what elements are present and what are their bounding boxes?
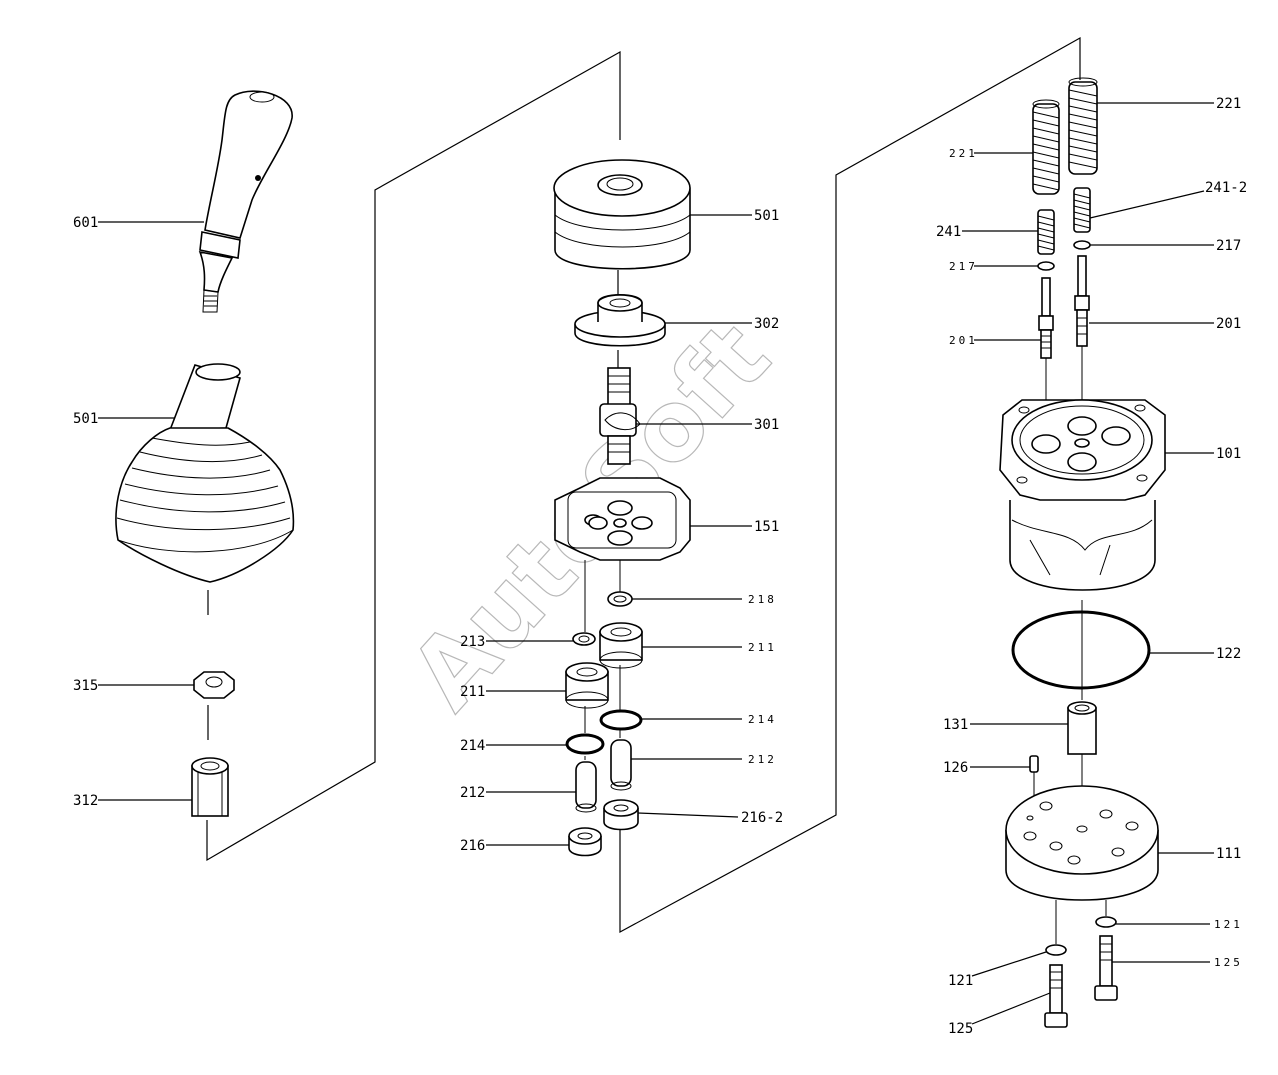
bolt-125-left: [1044, 964, 1068, 1028]
bolt-125-right: [1094, 935, 1118, 1001]
piston-212-right: [610, 739, 632, 791]
middle-guide-lines: [584, 560, 621, 760]
cross-plate-151: [554, 477, 691, 561]
nut-216: [568, 827, 602, 857]
label-121-left: 121: [948, 973, 973, 989]
ring-218: [607, 591, 633, 607]
label-217-right: 217: [1216, 238, 1241, 254]
housing-101: [999, 399, 1166, 591]
label-121-right: 121: [1214, 918, 1243, 931]
lever-handle-601: [198, 90, 293, 313]
o-ring-122: [1011, 610, 1151, 690]
universal-joint-301: [599, 367, 641, 465]
piston-212-left: [575, 761, 597, 813]
label-211-left: 211: [460, 684, 485, 700]
label-212-right: 212: [748, 753, 777, 766]
boot-cover-501: [553, 159, 691, 270]
spool-201-right: [1074, 255, 1090, 347]
label-131: 131: [943, 717, 968, 733]
label-151: 151: [754, 519, 779, 535]
label-312: 312: [73, 793, 98, 809]
label-214-left: 214: [460, 738, 485, 754]
plate-111: [1005, 785, 1159, 901]
label-221-left: 221: [949, 147, 978, 160]
coupling-312: [191, 757, 229, 817]
label-126: 126: [943, 760, 968, 776]
label-218: 218: [748, 593, 777, 606]
o-ring-214-left: [565, 733, 605, 755]
bushing-211-right: [599, 622, 643, 669]
spring-241: [1037, 209, 1055, 255]
label-214-right: 214: [748, 713, 777, 726]
washer-121-right: [1095, 916, 1117, 928]
label-211-right: 211: [748, 641, 777, 654]
label-216: 216: [460, 838, 485, 854]
plate-302: [574, 294, 666, 347]
nut-216-2: [603, 799, 639, 831]
label-125-right: 125: [1214, 956, 1243, 969]
label-216-2: 216-2: [741, 810, 783, 826]
label-241: 241: [936, 224, 961, 240]
label-241-2: 241-2: [1205, 180, 1247, 196]
spring-241-2: [1073, 187, 1091, 233]
label-501-left: 501: [73, 411, 98, 427]
washer-217-left: [1037, 261, 1055, 271]
bushing-131: [1067, 701, 1097, 755]
rubber-boot-501: [115, 363, 295, 583]
bushing-211-left: [565, 662, 609, 709]
spring-221-left: [1032, 99, 1060, 195]
ring-213: [572, 632, 596, 646]
label-201-left: 201: [949, 334, 978, 347]
label-315: 315: [73, 678, 98, 694]
washer-217-right: [1073, 240, 1091, 250]
label-601: 601: [73, 215, 98, 231]
nut-315: [193, 671, 235, 699]
label-213: 213: [460, 634, 485, 650]
spring-221-right: [1068, 77, 1098, 175]
spool-201-left: [1038, 277, 1054, 359]
label-212-left: 212: [460, 785, 485, 801]
label-125-left: 125: [948, 1021, 973, 1037]
label-301: 301: [754, 417, 779, 433]
part-labels: 601 501 315 312 501 302 301 151 218 213 …: [73, 96, 1247, 1037]
label-501-mid: 501: [754, 208, 779, 224]
label-101: 101: [1216, 446, 1241, 462]
group-frames: [206, 36, 1081, 934]
label-302: 302: [754, 316, 779, 332]
o-ring-214-right: [599, 709, 643, 731]
label-201-right: 201: [1216, 316, 1241, 332]
label-221-right: 221: [1216, 96, 1241, 112]
label-122: 122: [1216, 646, 1241, 662]
label-217-left: 217: [949, 260, 978, 273]
pin-126: [1029, 755, 1039, 810]
washer-121-left: [1045, 944, 1067, 956]
label-111: 111: [1216, 846, 1241, 862]
leader-lines: [98, 102, 1214, 1025]
